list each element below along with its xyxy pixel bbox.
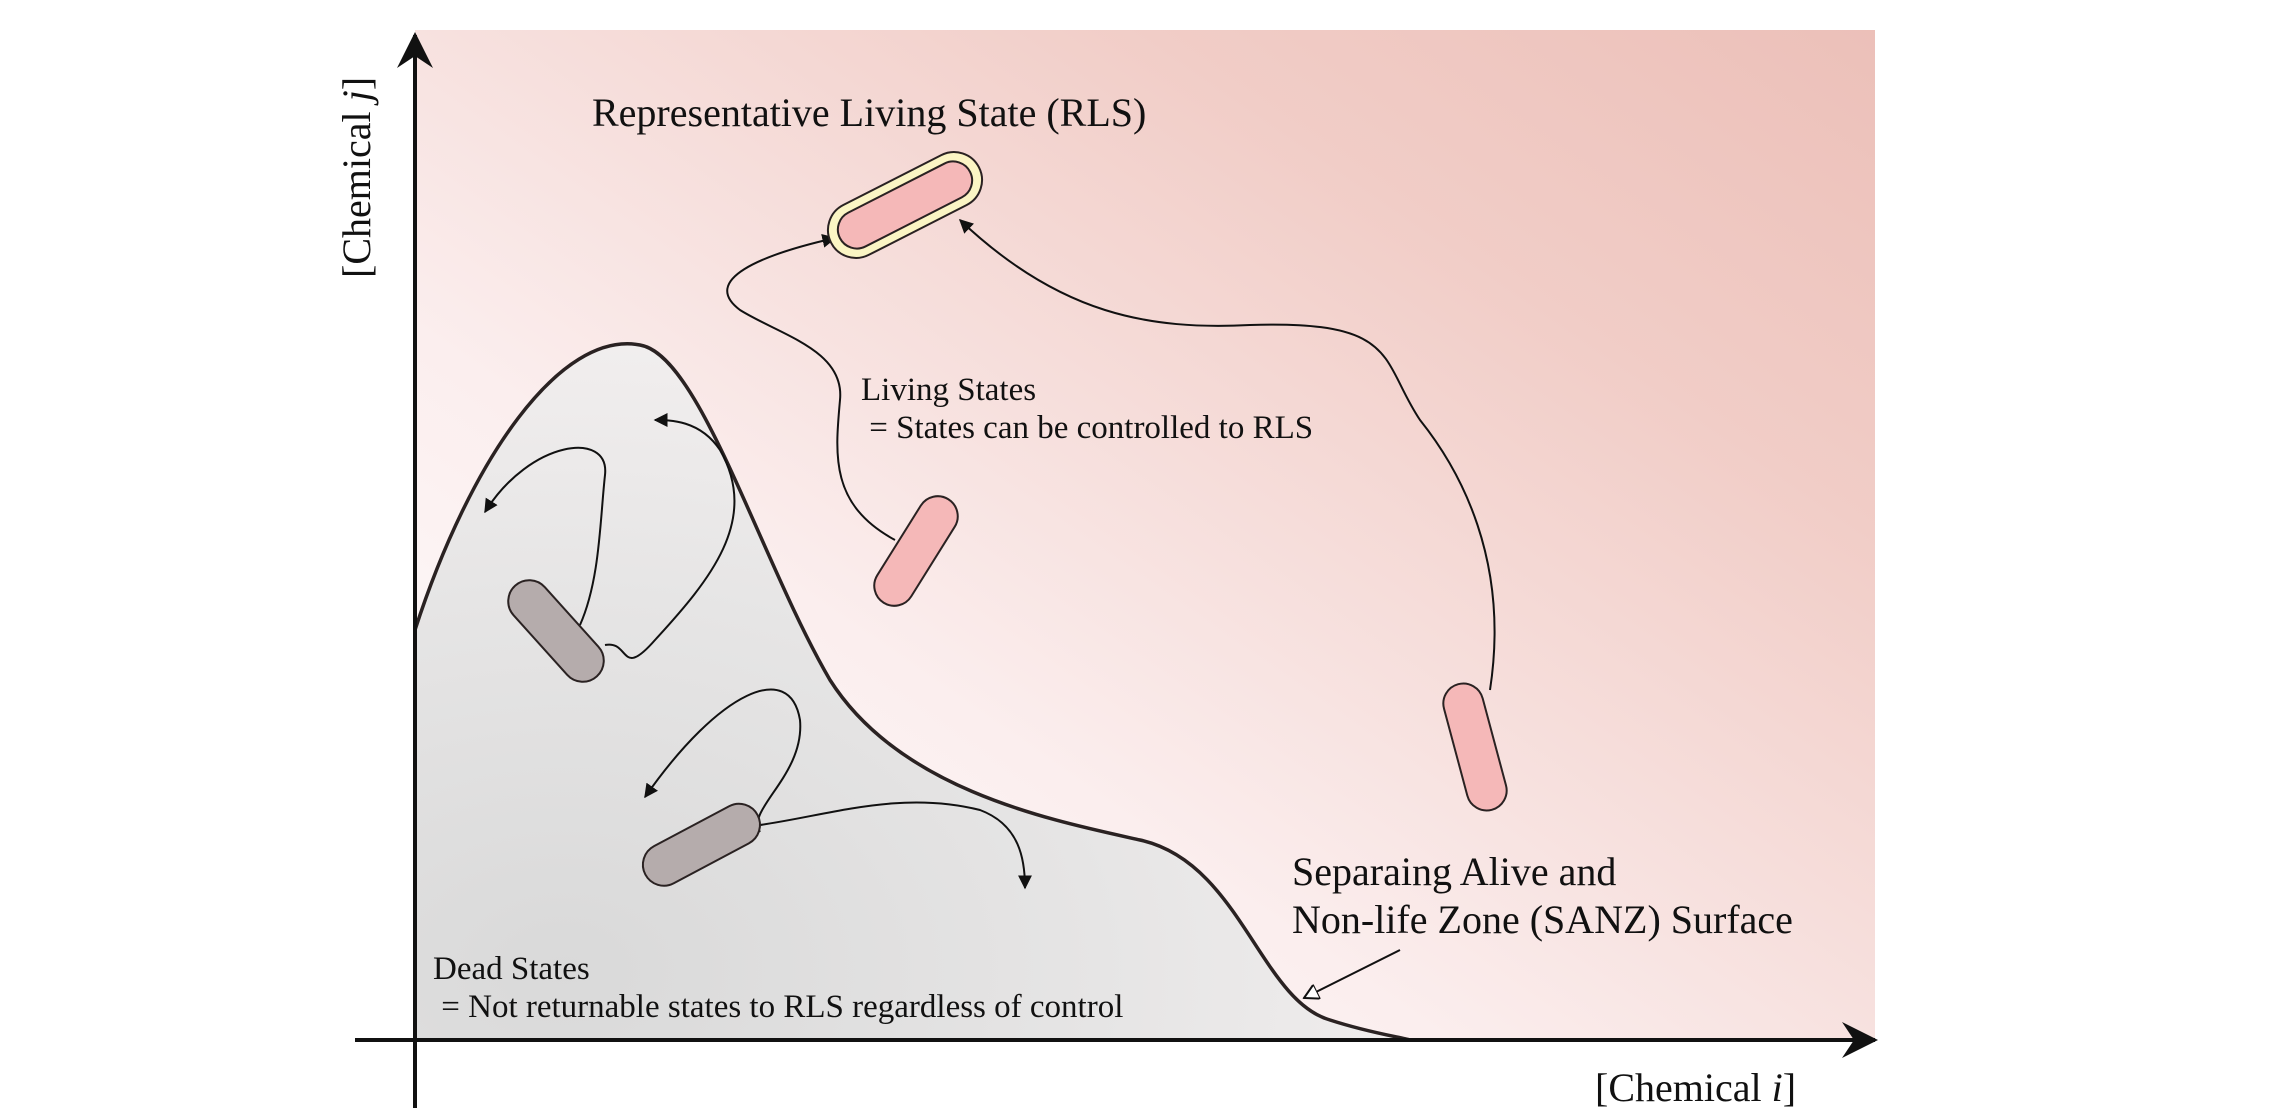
- sanz-label-2: Non-life Zone (SANZ) Surface: [1292, 897, 1793, 942]
- dead-cell-2: [641, 802, 761, 887]
- sanz-label-1: Separaing Alive and: [1292, 849, 1616, 894]
- trajectory-living-to-rls-1: [726, 233, 896, 541]
- living-states-label-2: = States can be controlled to RLS: [861, 410, 1313, 446]
- rls-title: Representative Living State (RLS): [592, 90, 1146, 135]
- rls-cell: [826, 151, 984, 259]
- sanz-surface-curve: [413, 342, 1411, 1042]
- y-axis-label: [Chemical j]: [334, 77, 379, 278]
- living-cell-2: [1442, 682, 1508, 812]
- trajectory-dead-4: [759, 801, 1032, 890]
- trajectory-dead-3: [644, 688, 802, 833]
- x-axis-label: [Chemical i]: [1595, 1065, 1796, 1110]
- living-cell-1: [873, 495, 959, 607]
- dead-cell-1: [507, 579, 605, 683]
- dead-states-label-2: = Not returnable states to RLS regardles…: [433, 989, 1123, 1025]
- dead-states-label-1: Dead States: [433, 951, 590, 987]
- sanz-pointer-arrow: [1304, 949, 1401, 998]
- trajectory-living-to-rls-2: [958, 219, 1496, 691]
- living-states-label-1: Living States: [861, 372, 1036, 408]
- trajectory-dead-1: [484, 446, 607, 626]
- trajectory-dead-2: [604, 413, 736, 659]
